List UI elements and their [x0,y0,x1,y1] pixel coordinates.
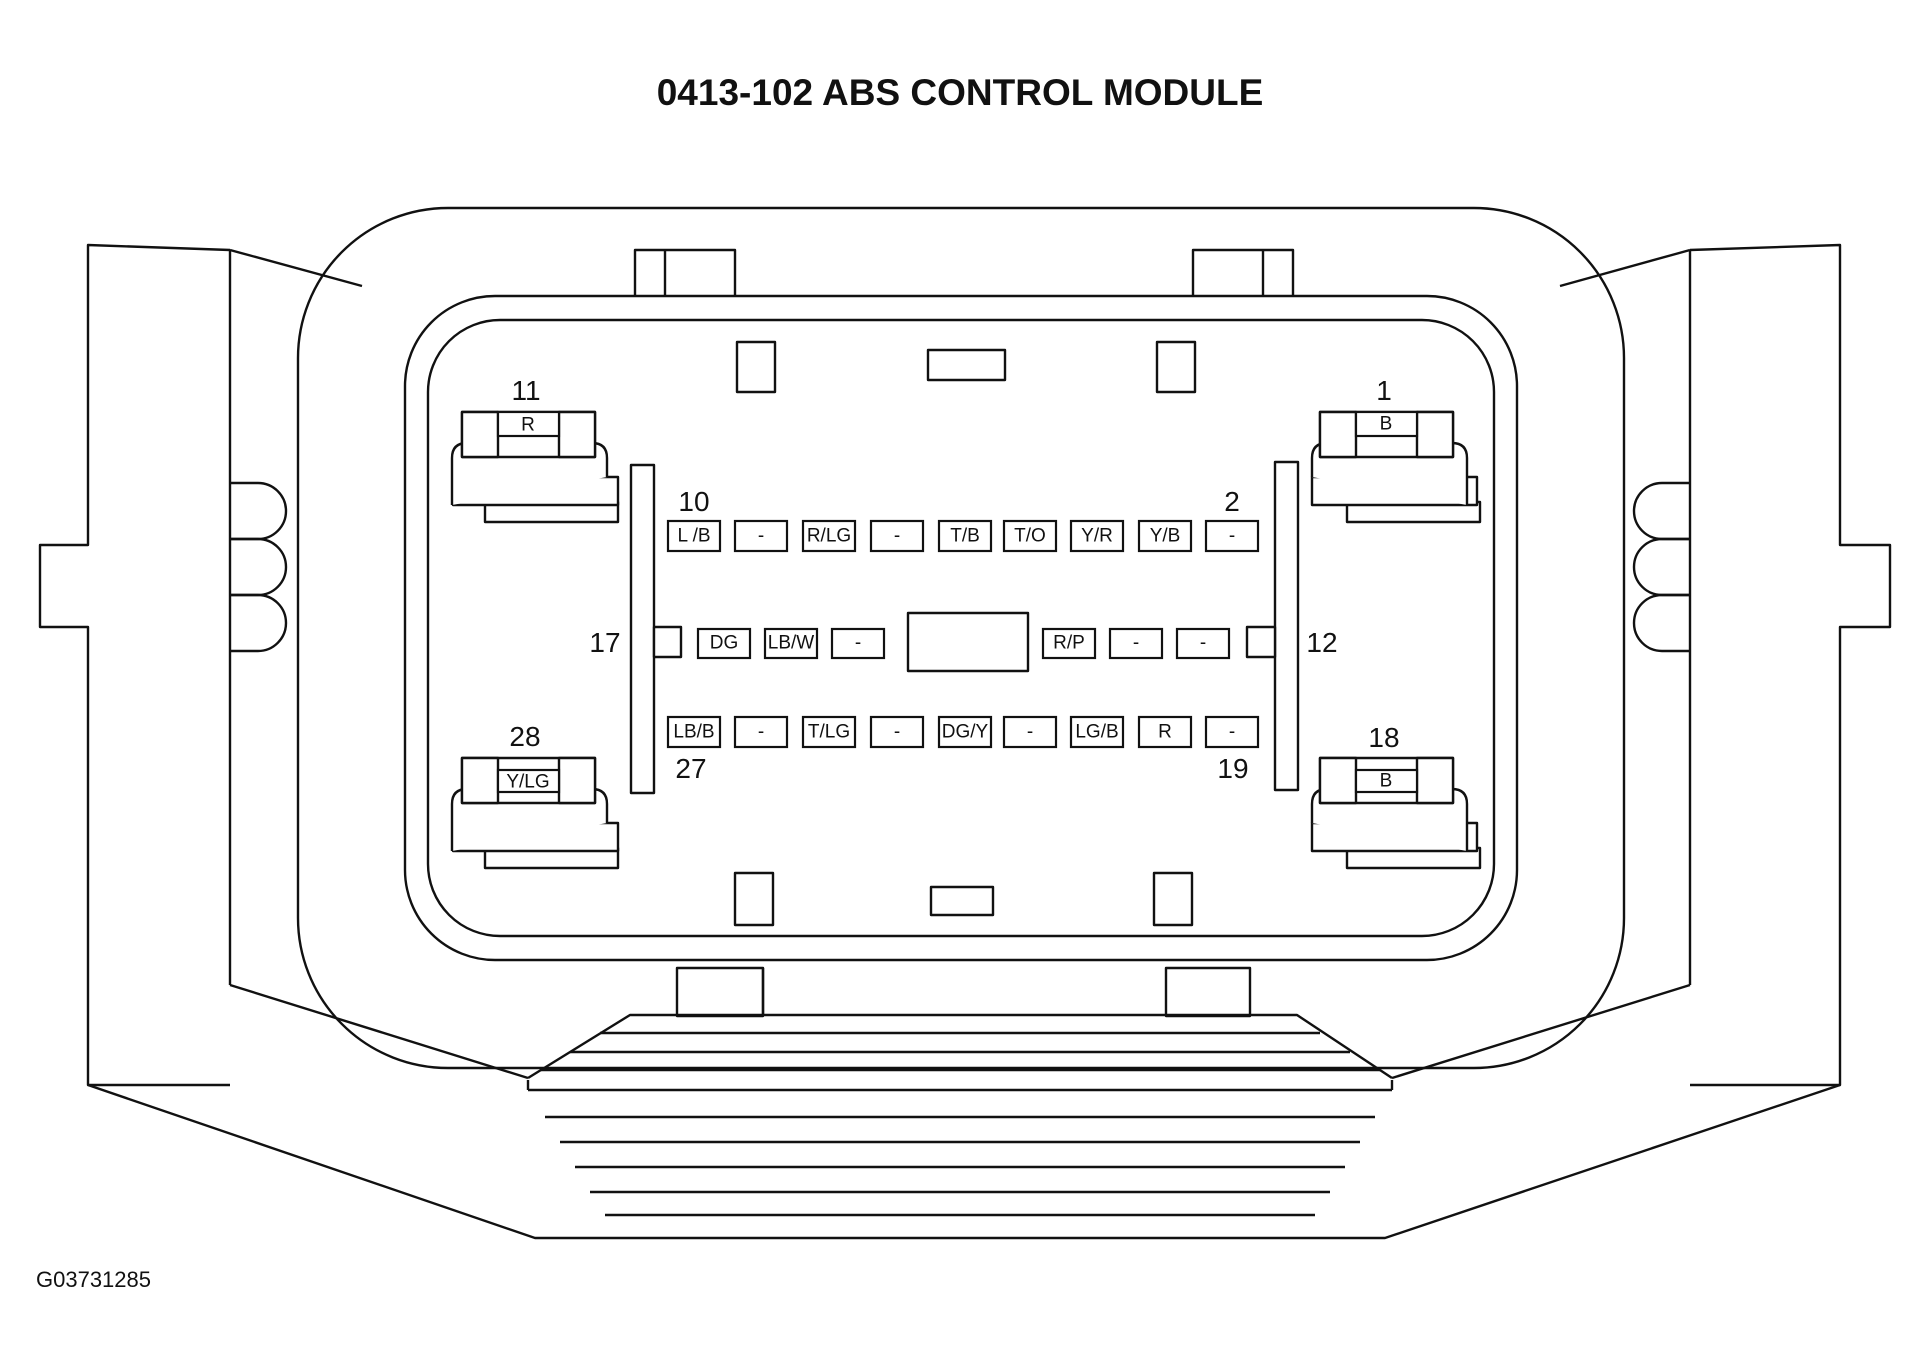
connector-shroud [296,206,1626,1070]
svg-text:-: - [1027,722,1033,743]
svg-text:DG/Y: DG/Y [942,722,989,743]
latch-pin-18: B [1310,756,1482,870]
svg-text:R: R [1158,722,1172,743]
latch-pin-28: Y/LG [450,756,620,870]
cavity-pin-10: L /B [666,519,722,553]
cavity-pin-6: T/B [937,519,993,553]
svg-text:T/LG: T/LG [808,722,850,743]
latch-pin-1: B [1310,410,1482,524]
cavity-pin-14: R/P [1041,627,1097,660]
pin-number-11: 11 [511,375,540,406]
svg-text:-: - [1200,633,1206,654]
cavity-pin-26: - [733,715,789,749]
svg-text:LB/W: LB/W [768,633,815,654]
svg-text:-: - [758,526,764,547]
latch-label-pin-11: R [521,415,535,436]
cavity-pin-8: R/LG [801,519,857,553]
cavity-pin-19: - [1204,715,1260,749]
svg-text:T/O: T/O [1014,526,1046,547]
cavity-pin-25: T/LG [801,715,857,749]
svg-text:R/LG: R/LG [807,526,851,547]
cavity-pin-24: - [869,715,925,749]
pin-number-2: 2 [1224,486,1240,517]
cavity-frame-outer [403,294,1519,962]
pin-number-12: 12 [1306,627,1337,658]
connector-housing [38,243,1892,1240]
latch-label-pin-18: B [1380,771,1393,792]
cavity-pin-27: LB/B [666,715,722,749]
pin-number-18: 18 [1368,722,1399,753]
svg-text:DG: DG [710,633,739,654]
cavity-pin-9: - [733,519,789,553]
pin-number-19: 19 [1217,753,1248,784]
center-key [906,611,1030,673]
cavity-frame-inner [426,318,1496,938]
cavity-pin-4: Y/R [1069,519,1125,553]
svg-text:R/P: R/P [1053,633,1085,654]
pin-number-1: 1 [1376,375,1392,406]
cavity-pin-3: Y/B [1137,519,1193,553]
svg-text:LG/B: LG/B [1075,722,1118,743]
cavity-pin-15: - [830,627,886,660]
svg-text:-: - [1229,526,1235,547]
side-bumps [230,481,1690,653]
cavity-row-middle: DG LB/W - R/P - - [696,627,1231,660]
guide-rails [629,460,1300,795]
svg-text:T/B: T/B [950,526,980,547]
svg-text:-: - [758,722,764,743]
cavity-pin-23: DG/Y [937,715,993,749]
cavity-pin-17: DG [696,627,752,660]
svg-text:L /B: L /B [677,526,710,547]
cavity-pin-12: - [1175,627,1231,660]
cavity-row-top: L /B - R/LG - T/B T/O Y/R Y/B - [666,519,1260,553]
top-tabs [633,248,1295,300]
cavity-pin-13: - [1108,627,1164,660]
cavity-pin-22: - [1002,715,1058,749]
latch-pin-11: R [450,410,620,524]
pin-number-28: 28 [509,721,540,752]
pin-number-27: 27 [675,753,706,784]
svg-text:-: - [894,526,900,547]
cavity-pin-7: - [869,519,925,553]
bottom-lock-posts [675,966,1252,1018]
diagram-title: 0413-102 ABS CONTROL MODULE [657,72,1264,113]
svg-text:-: - [855,633,861,654]
svg-text:-: - [1229,722,1235,743]
cavity-pin-2: - [1204,519,1260,553]
svg-text:Y/R: Y/R [1081,526,1113,547]
svg-text:-: - [894,722,900,743]
svg-text:Y/B: Y/B [1150,526,1181,547]
pin-number-10: 10 [678,486,709,517]
cavity-pin-20: R [1137,715,1193,749]
cable-exit-ribs [526,1013,1394,1217]
locating-slots [733,340,1197,927]
svg-text:LB/B: LB/B [673,722,714,743]
cavity-pin-5: T/O [1002,519,1058,553]
pin-numbers: 11 1 10 2 17 12 28 18 27 19 [509,375,1399,784]
cavity-pin-16: LB/W [763,627,819,660]
svg-text:-: - [1133,633,1139,654]
latch-label-pin-28: Y/LG [506,772,549,793]
cavity-pin-21: LG/B [1069,715,1125,749]
figure-id: G03731285 [36,1267,151,1292]
latch-label-pin-1: B [1380,414,1393,435]
pin-number-17: 17 [589,627,620,658]
cavity-row-bottom: LB/B - T/LG - DG/Y - LG/B R - [666,715,1260,749]
